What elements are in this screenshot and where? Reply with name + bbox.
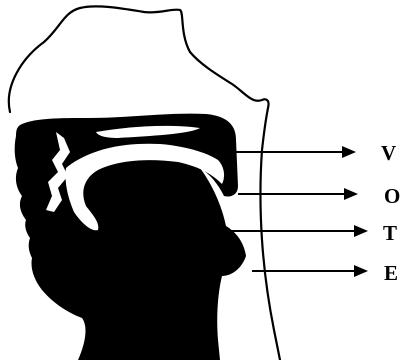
label-o: O [384, 184, 400, 208]
pointer-arrows [230, 146, 368, 277]
label-e: E [384, 261, 398, 285]
arrow-v-head [342, 146, 356, 158]
label-v: V [381, 141, 396, 165]
arrow-o-head [344, 188, 358, 200]
arrow-t-head [354, 225, 368, 237]
label-t: T [383, 221, 397, 245]
arrow-e-head [354, 265, 368, 277]
